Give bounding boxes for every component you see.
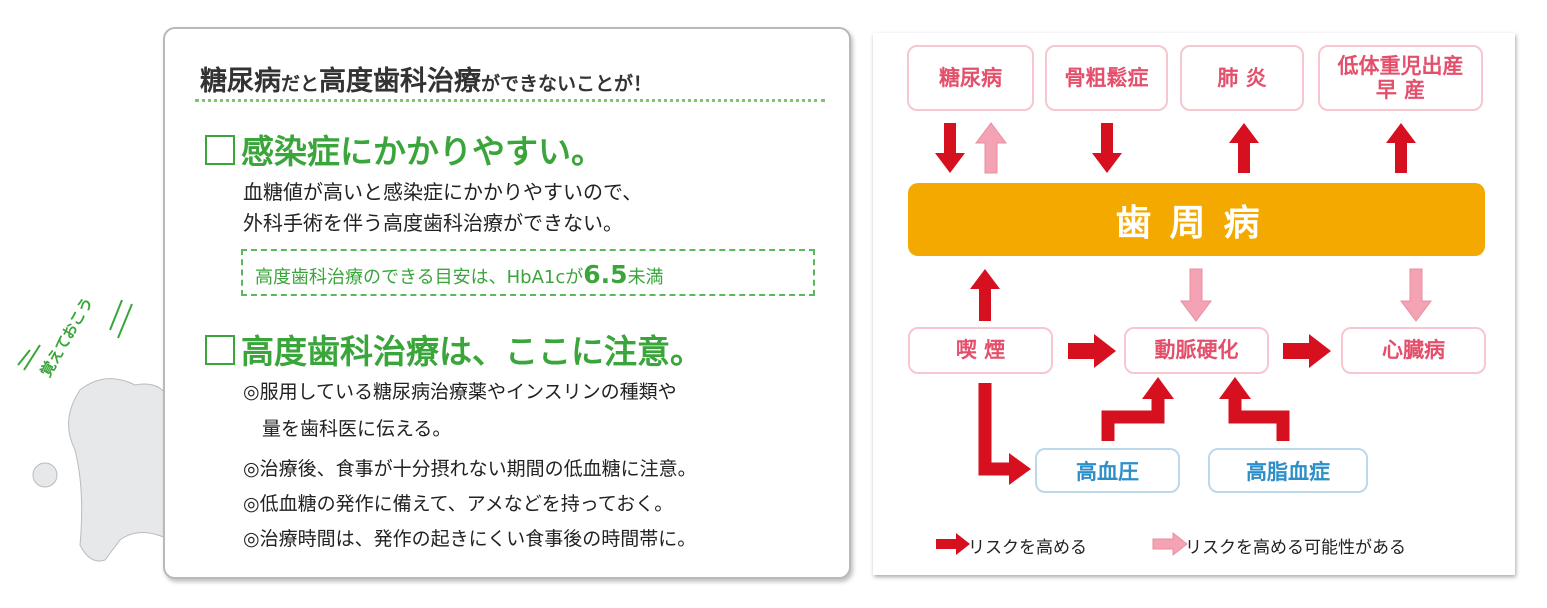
periodontal-risk-diagram: 糖尿病 骨粗鬆症 肺 炎 低体重児出産 早 産 歯周病 喫 煙 動脈硬化 心臓病… [873,33,1515,575]
arrow-arteriosclerosis-to-heart [1283,334,1331,368]
checkbox-icon [205,135,235,165]
section1-heading-text: 感染症にかかりやすい。 [241,132,604,171]
arrow-hypertension-to-arteriosclerosis [1101,399,1165,441]
box-heart-disease: 心臓病 [1341,327,1486,374]
box-smoking: 喫 煙 [908,327,1053,374]
title-suffix: ができないことが！ [481,73,653,95]
legend-weak: リスクを高める可能性がある [1185,538,1406,558]
arrow-smoking-to-hypertension-head [1005,453,1031,485]
arrows-layer [935,122,1432,557]
arrow-hyperlipidemia-to-arteriosclerosis-head [1219,377,1251,399]
title-diabetes: 糖尿病 [200,66,281,97]
arrow-periodontal-to-pneumonia [1229,123,1259,173]
legend-strong-arrow-icon [936,533,970,555]
diabetes-dental-panel: 糖尿病だと高度歯科治療ができないことが！ 感染症にかかりやすい。 血糖値が高いと… [163,27,851,579]
arrow-smoking-to-periodontal [970,269,1000,321]
arrow-smoking-to-arteriosclerosis [1068,334,1116,368]
section2-heading-text: 高度歯科治療は、ここに注意。 [241,332,703,371]
arrow-osteoporosis-to-periodontal [1092,123,1122,173]
box-diabetes: 糖尿病 [907,45,1034,111]
note-value: 6.5 [583,260,628,289]
bullet-item: ◎低血糖の発作に備えて、アメなどを持っておく。 [243,493,674,515]
box-hyperlipidemia: 高脂血症 [1208,448,1368,493]
hba1c-note: 高度歯科治療のできる目安は、HbA1cが6.5未満 [241,249,815,296]
arrow-periodontal-to-arteriosclerosis [1180,268,1212,322]
box-pneumonia: 肺 炎 [1180,45,1304,111]
arrow-hypertension-to-arteriosclerosis-head [1142,377,1174,399]
arrow-diabetes-to-periodontal [935,123,965,173]
box-osteoporosis: 骨粗鬆症 [1045,45,1168,111]
section2-heading: 高度歯科治療は、ここに注意。 [205,325,703,373]
box-hypertension: 高血圧 [1035,448,1180,493]
bullet-item: ◎治療後、食事が十分摂れない期間の低血糖に注意。 [243,458,697,480]
box-arteriosclerosis: 動脈硬化 [1124,327,1269,374]
bullet-item: 量を歯科医に伝える。 [243,418,452,440]
box-low-birth-weight: 低体重児出産 早 産 [1318,45,1483,111]
note-suffix: 未満 [627,267,664,288]
title-connector: だと [281,73,320,95]
arrow-periodontal-to-diabetes [975,122,1007,174]
bullet-item: ◎服用している糖尿病治療薬やインスリンの種類や [243,381,677,403]
arrow-hyperlipidemia-to-arteriosclerosis [1228,399,1290,441]
panel-title: 糖尿病だと高度歯科治療ができないことが！ [200,59,652,98]
section1-heading: 感染症にかかりやすい。 [205,125,604,173]
bullet-item: ◎治療時間は、発作の起きにくい食事後の時間帯に。 [243,528,697,550]
title-advanced-dental: 高度歯科治療 [319,66,482,97]
legend-weak-arrow-icon [1152,531,1188,557]
dotted-divider [195,99,825,102]
legend-strong: リスクを高める [968,538,1087,558]
arrow-periodontal-to-lowbirthweight [1386,123,1416,173]
section1-line: 血糖値が高いと感染症にかかりやすいので、 [243,180,643,204]
arrow-smoking-to-hypertension [978,383,1005,476]
section1-line: 外科手術を伴う高度歯科治療ができない。 [243,211,623,235]
center-periodontal-disease: 歯周病 [908,183,1485,256]
arrow-periodontal-to-heart [1400,268,1432,322]
note-prefix: 高度歯科治療のできる目安は、HbA1cが [255,267,584,288]
checkbox-icon [205,335,235,365]
